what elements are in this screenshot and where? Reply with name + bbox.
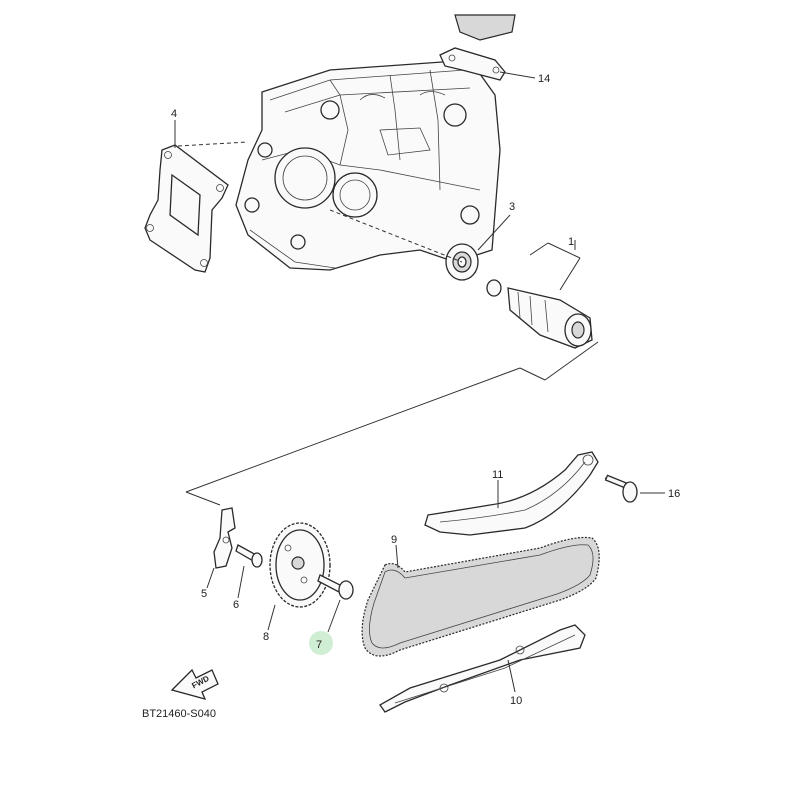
part-16-bolt — [604, 474, 665, 503]
part-6-bolt — [235, 544, 263, 599]
part-8-cam-sprocket — [267, 522, 331, 631]
part-5-lock-plate — [206, 507, 236, 589]
part-11-chain-guide — [424, 451, 599, 536]
fwd-arrow-icon — [170, 668, 219, 700]
cylinder-head — [235, 59, 501, 271]
assembly-bracket-lines — [185, 209, 599, 506]
part-10-chain-guide — [379, 624, 586, 713]
callout-1: 1 — [568, 236, 574, 248]
callout-3: 3 — [509, 201, 515, 213]
highlight-marker — [309, 631, 333, 655]
drawing-code: BT21460-S040 — [142, 708, 216, 720]
callout-9: 9 — [391, 534, 397, 546]
callout-5: 5 — [201, 588, 207, 600]
part-1-camshaft — [486, 240, 593, 349]
part-4-gasket — [144, 120, 249, 273]
callout-10: 10 — [510, 695, 522, 707]
callout-8: 8 — [263, 631, 269, 643]
callout-4: 4 — [171, 108, 177, 120]
callout-14: 14 — [538, 73, 550, 85]
callout-11: 11 — [492, 469, 503, 481]
callout-6: 6 — [233, 599, 239, 611]
part-9-cam-chain — [361, 536, 600, 657]
callout-16: 16 — [668, 488, 680, 500]
part-7-sprocket-bolt — [317, 574, 354, 633]
callout-7: 7 — [316, 639, 322, 651]
part-14-gasket — [439, 14, 536, 81]
